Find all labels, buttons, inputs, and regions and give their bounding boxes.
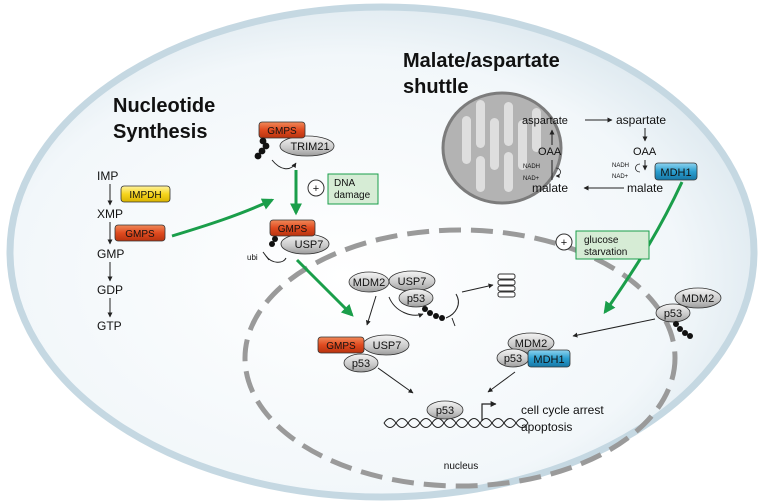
trim21-label: TRIM21: [290, 141, 329, 153]
p53-label-4: p53: [504, 353, 522, 365]
dna-damage-line1: DNA: [334, 178, 355, 189]
cyto-aspartate: aspartate: [616, 113, 666, 127]
arrow-to-dna-right: [487, 371, 516, 393]
dna-damage-box: [327, 173, 379, 205]
mito-nadh: NADH: [523, 164, 540, 170]
glucose-line2: starvation: [584, 247, 627, 258]
outcome-line2: apoptosis: [521, 420, 572, 434]
p53-label-2: p53: [352, 358, 370, 370]
pathway-gmps-box: [114, 224, 166, 242]
gmps-usp7-box-1: [269, 219, 316, 237]
outcome-line1: cell cycle arrest: [521, 403, 604, 417]
cyto-nad: NAD+: [612, 174, 629, 180]
usp7-label-3: USP7: [373, 340, 402, 352]
dna-helix: [383, 417, 529, 429]
p53-shape-3: [655, 303, 691, 323]
p53-label-1: p53: [407, 293, 425, 305]
impdh-label: IMPDH: [129, 190, 161, 201]
p53-shape-2: [343, 353, 379, 373]
mito-oaa: OAA: [538, 146, 562, 158]
plus-icon-glucose: [555, 233, 573, 251]
plus-sign-dna: +: [313, 183, 319, 195]
arrow-mdm2-p53-to-complex: [572, 318, 656, 338]
metabolite-gtp: GTP: [97, 319, 122, 333]
shuttle-title-line1: Malate/aspartate: [403, 50, 560, 72]
usp7-label-1: USP7: [295, 239, 324, 251]
proteasome-icon: [497, 273, 516, 298]
gmps-usp7-label-1: GMPS: [278, 224, 308, 235]
glucose-line1: glucose: [584, 235, 619, 246]
green-arrow-into-nucleus: [295, 258, 354, 317]
mdm2-ubiquitination-arrow: [388, 296, 424, 318]
p53-shape-dna: [426, 400, 464, 420]
mdh1-label-cyto: MDH1: [660, 167, 691, 179]
nucleus-envelope: [242, 227, 678, 489]
inhibit-bar-2: [451, 317, 456, 327]
mdm2-shape-2: [674, 287, 722, 309]
metabolite-gmp: GMP: [97, 247, 124, 261]
p53-label-3: p53: [664, 308, 682, 320]
ubiquitin-chain-2: [269, 236, 278, 247]
nucleotide-title-line2: Synthesis: [113, 121, 207, 143]
mito-nad: NAD+: [523, 176, 540, 182]
p53-shape-1: [398, 288, 434, 308]
mdh1-box-nuclear: [527, 349, 571, 368]
metabolite-xmp: XMP: [97, 207, 123, 221]
cyto-nadh: NADH: [612, 163, 629, 169]
transcription-arrow: [481, 401, 497, 421]
metabolite-imp: IMP: [97, 169, 118, 183]
glucose-starvation-box: [575, 230, 650, 260]
ubiquitin-chain-1: [254, 137, 270, 160]
nadh-curve-out: [635, 163, 641, 173]
mdh1-label-nuclear: MDH1: [533, 354, 564, 366]
nucleus-label: nucleus: [444, 461, 478, 472]
nadh-curve-in: [555, 167, 561, 178]
mito-malate: malate: [532, 181, 568, 195]
arrow-to-proteasome: [461, 283, 494, 293]
metabolite-gdp: GDP: [97, 283, 123, 297]
inhibit-bar: [262, 251, 270, 261]
trim21-shape: [279, 135, 335, 157]
p53-label-dna: p53: [436, 405, 454, 417]
shuttle-title-line2: shuttle: [403, 76, 469, 98]
usp7-label-2: USP7: [398, 276, 427, 288]
gmps-trim21-label: GMPS: [267, 126, 297, 137]
mito-aspartate: aspartate: [522, 115, 568, 127]
ubiquitin-chain-4: [673, 321, 693, 339]
plus-sign-glucose: +: [561, 237, 567, 249]
usp7-deub-inhibit: [445, 293, 459, 319]
gmps-usp7-label-2: GMPS: [326, 341, 356, 352]
gmps-trim21-box: [258, 121, 306, 139]
mitochondrion: [441, 91, 563, 205]
arrow-to-dna-left: [377, 367, 414, 394]
mdm2-label-3: MDM2: [515, 338, 547, 350]
nucleotide-title-line1: Nucleotide: [113, 95, 215, 117]
dna-damage-line2: damage: [334, 190, 371, 201]
pathway-gmps-label: GMPS: [125, 229, 155, 240]
cyto-malate: malate: [627, 181, 663, 195]
arrow-to-gmps-complex: [365, 295, 377, 326]
ubiquitin-chain-3: [422, 306, 445, 321]
cyto-oaa: OAA: [633, 146, 657, 158]
plus-icon-dna: [307, 179, 325, 197]
mdh1-box-cyto: [654, 162, 698, 181]
ubiquitination-arrow: [271, 159, 297, 170]
mdm2-label-2: MDM2: [682, 293, 714, 305]
mdm2-label-1: MDM2: [353, 277, 385, 289]
gmps-usp7-box-2: [317, 336, 365, 354]
impdh-box: [120, 185, 171, 203]
green-arrow-gmps-to-complex: [171, 198, 275, 238]
ubi-label: ubi: [247, 253, 258, 262]
cell-membrane: [6, 3, 758, 501]
